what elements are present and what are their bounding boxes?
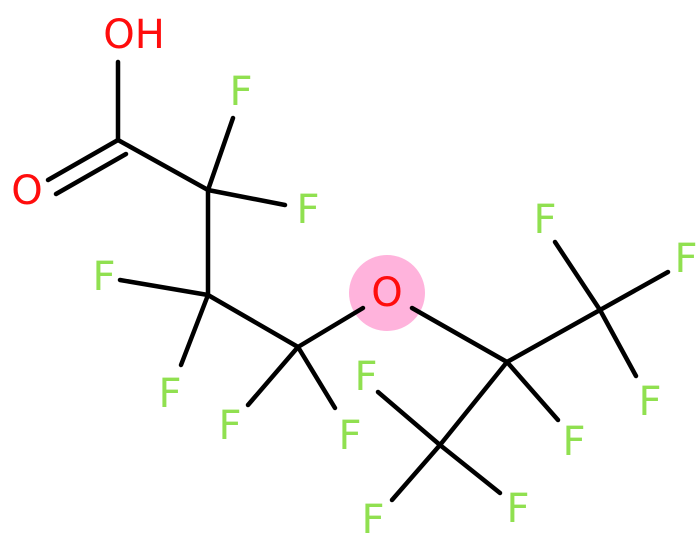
bond-c2-f — [205, 115, 236, 193]
bond-c1-o-double-a — [45, 137, 121, 183]
bond-c4-o — [295, 305, 366, 350]
atom-fluorine: F — [158, 371, 181, 417]
bond-c4-f — [295, 344, 338, 411]
bond-c5-c6 — [504, 307, 603, 365]
bond-c7-f — [437, 442, 503, 496]
bond-c2-f — [205, 187, 288, 208]
atom-fluorine: F — [562, 419, 585, 465]
atom-labels: OH O O F F F F F F F F F F F F F — [11, 12, 697, 537]
bond-c1-c2 — [115, 137, 211, 193]
atom-hydroxyl: OH — [103, 12, 165, 58]
atom-fluorine: F — [638, 379, 661, 425]
atom-fluorine: F — [361, 497, 384, 537]
atom-fluorine: F — [533, 197, 556, 243]
atom-fluorine: F — [296, 187, 319, 233]
bond-c3-f — [117, 277, 211, 298]
atom-fluorine: F — [92, 254, 115, 300]
bond-c3-f — [178, 292, 211, 368]
atom-ether-oxygen: O — [371, 270, 402, 316]
bond-c4-f — [245, 344, 301, 408]
atom-carbonyl-oxygen: O — [11, 168, 42, 214]
bond-c7-f — [389, 442, 443, 503]
ether-oxygen-highlight — [349, 255, 425, 331]
atom-fluorine: F — [229, 69, 252, 115]
bond-c6-f — [552, 239, 603, 313]
bonds — [45, 59, 671, 503]
atom-fluorine: F — [674, 236, 697, 282]
bond-c6-f — [597, 307, 639, 379]
bond-c5-f — [504, 359, 561, 423]
atom-fluorine: F — [354, 354, 377, 400]
bond-c3-c4 — [205, 292, 301, 350]
bond-c5-c7 — [437, 359, 510, 448]
atom-fluorine: F — [506, 486, 529, 532]
bond-c6-f — [597, 269, 671, 313]
bond-c7-f — [375, 389, 443, 448]
bond-c1-o-double-b — [53, 151, 129, 197]
atom-fluorine: F — [218, 403, 241, 449]
atom-fluorine: F — [338, 413, 361, 459]
bond-o-c5 — [409, 305, 510, 365]
